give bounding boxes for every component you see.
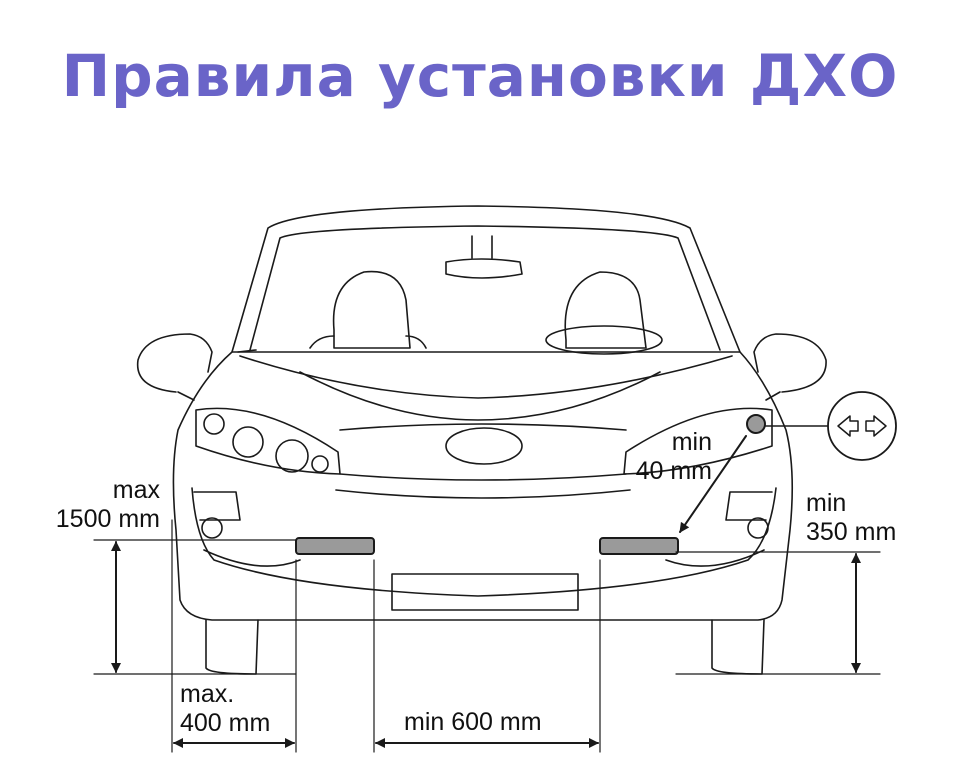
headlight-left [195, 407, 341, 475]
max-height-label: max 1500 mm [20, 476, 160, 534]
side-mirror-left [136, 333, 213, 393]
seat-right [564, 271, 647, 349]
car-outline [136, 205, 827, 675]
min-side-label-line1: min [671, 428, 712, 456]
dimension-lines [93, 519, 881, 753]
drl-lamp-left [295, 537, 375, 555]
drl-lamp-right [599, 537, 679, 555]
double-arrow-icon [827, 391, 897, 461]
max-edge-label-line1: max. [180, 680, 235, 708]
min-side-label-line2: 40 mm [635, 457, 712, 485]
turn-indicator [746, 414, 766, 434]
page-title: Правила установки ДХО [61, 42, 899, 110]
min-height-label-line2: 350 mm [806, 518, 897, 546]
min-height-label-line1: min [806, 489, 847, 517]
rearview-mirror [445, 258, 523, 279]
license-plate [391, 573, 579, 611]
min-height-label: min 350 mm [806, 489, 896, 547]
min-between-label: min 600 mm [404, 708, 542, 736]
min-side-label: min 40 mm [600, 428, 712, 486]
side-mirror-right [753, 333, 827, 393]
max-height-label-line2: 1500 mm [55, 505, 160, 533]
max-edge-label: max. 400 mm [180, 680, 270, 738]
car-logo [445, 427, 523, 465]
steering-wheel [545, 325, 663, 355]
seat-left [332, 270, 411, 349]
max-edge-label-line2: 400 mm [180, 709, 271, 737]
max-height-label-line1: max [112, 476, 160, 504]
side-distance-arrow [679, 435, 747, 533]
